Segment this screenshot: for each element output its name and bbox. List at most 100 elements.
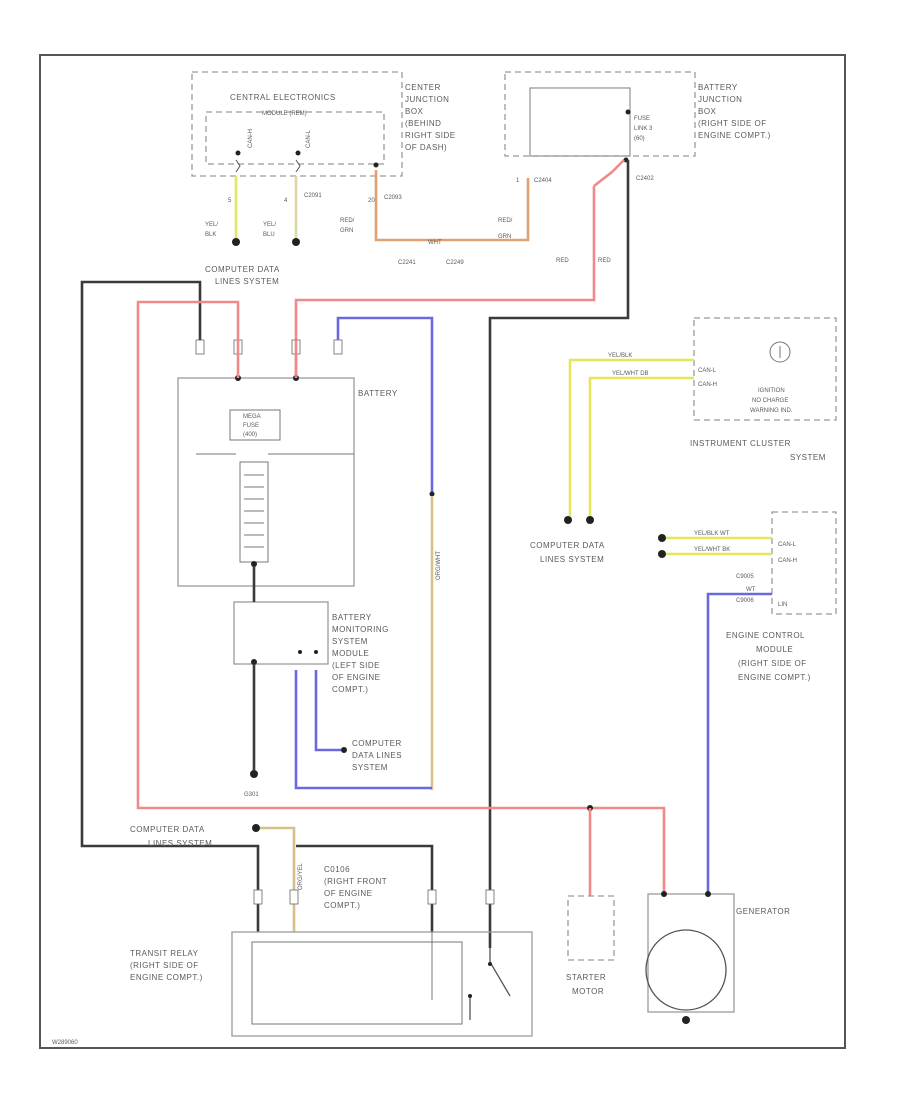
svg-text:BATTERY: BATTERY <box>698 83 738 92</box>
c9006-label: C9006 <box>736 598 754 604</box>
svg-text:(RIGHT SIDE OF: (RIGHT SIDE OF <box>698 119 767 128</box>
center-junction-box-label: CENTER JUNCTION BOX (BEHIND RIGHT SIDE O… <box>405 83 456 152</box>
svg-text:YEL/BLK: YEL/BLK <box>608 353 632 359</box>
svg-text:GRN: GRN <box>340 228 353 234</box>
wire-red-main <box>136 300 666 892</box>
battery-outline <box>177 377 355 587</box>
svg-text:BOX: BOX <box>405 107 424 116</box>
c9005-label: C9005 <box>736 574 754 580</box>
transit-relay-label: TRANSIT RELAY (RIGHT SIDE OF ENGINE COMP… <box>130 949 203 982</box>
svg-text:WHT: WHT <box>428 240 442 246</box>
svg-text:ENGINE CONTROL: ENGINE CONTROL <box>726 631 805 640</box>
svg-text:DATA LINES: DATA LINES <box>352 751 402 760</box>
battery-cells <box>239 461 269 563</box>
starter-motor-outline <box>567 895 615 961</box>
ecm-outline <box>771 511 837 615</box>
battery-junction-box-label: BATTERY JUNCTION BOX (RIGHT SIDE OF ENGI… <box>698 83 770 140</box>
wire-org-yel-relay <box>260 826 296 932</box>
svg-text:FUSE: FUSE <box>243 423 259 429</box>
computer-data-lines-mid: COMPUTER DATA LINES SYSTEM <box>352 739 402 772</box>
svg-text:RIGHT SIDE: RIGHT SIDE <box>405 131 456 140</box>
svg-text:CAN-H: CAN-H <box>778 558 797 564</box>
svg-text:(LEFT SIDE: (LEFT SIDE <box>332 661 380 670</box>
svg-text:LINES SYSTEM: LINES SYSTEM <box>148 839 212 848</box>
svg-text:COMPUTER DATA: COMPUTER DATA <box>130 825 205 834</box>
svg-text:YEL/BLK WT: YEL/BLK WT <box>694 531 730 537</box>
wire-bms-data-2 <box>314 670 342 752</box>
svg-text:(60): (60) <box>634 136 645 142</box>
battery-connectors <box>195 339 343 355</box>
wire-red-grn <box>374 170 530 242</box>
svg-text:OF ENGINE: OF ENGINE <box>324 889 373 898</box>
center-junction-box-outline <box>191 71 403 177</box>
svg-text:(RIGHT SIDE OF: (RIGHT SIDE OF <box>130 961 199 970</box>
svg-text:JUNCTION: JUNCTION <box>405 95 449 104</box>
battery-junction-box-outline <box>504 71 696 157</box>
svg-text:ENGINE COMPT.): ENGINE COMPT.) <box>738 673 811 682</box>
svg-text:MEGA: MEGA <box>243 414 261 420</box>
wire-ecm-lin <box>706 592 772 892</box>
svg-text:STARTER: STARTER <box>566 973 606 982</box>
svg-text:SYSTEM: SYSTEM <box>332 637 368 646</box>
svg-text:BOX: BOX <box>698 107 717 116</box>
c2091-label: C2091 <box>304 193 322 199</box>
svg-text:YEL/: YEL/ <box>263 222 276 228</box>
svg-text:MODULE: MODULE <box>756 645 793 654</box>
starter-motor-label: STARTER MOTOR <box>566 973 606 996</box>
svg-text:1: 1 <box>516 178 520 184</box>
svg-text:ENGINE COMPT.): ENGINE COMPT.) <box>130 973 203 982</box>
svg-text:COMPT.): COMPT.) <box>324 901 360 910</box>
relay-connectors <box>253 889 495 905</box>
svg-text:BLU: BLU <box>263 232 275 238</box>
svg-text:COMPUTER DATA: COMPUTER DATA <box>530 541 605 550</box>
generator-icon <box>645 929 727 1011</box>
svg-text:JUNCTION: JUNCTION <box>698 95 742 104</box>
svg-text:(RIGHT SIDE OF: (RIGHT SIDE OF <box>738 659 807 668</box>
svg-text:BATTERY: BATTERY <box>332 613 372 622</box>
pin-5-label: 5 <box>228 198 232 204</box>
svg-text:LINES SYSTEM: LINES SYSTEM <box>215 277 279 286</box>
mega-fuse: MEGA FUSE (400) <box>229 409 281 441</box>
computer-data-lines-right: COMPUTER DATA LINES SYSTEM <box>530 541 605 564</box>
svg-text:WARNING IND.: WARNING IND. <box>750 408 793 414</box>
generator-label: GENERATOR <box>736 907 790 916</box>
svg-text:YEL/WHT DB: YEL/WHT DB <box>612 371 649 377</box>
svg-text:TRANSIT RELAY: TRANSIT RELAY <box>130 949 199 958</box>
svg-text:MOTOR: MOTOR <box>572 987 604 996</box>
svg-text:C0106: C0106 <box>324 865 350 874</box>
svg-text:OF DASH): OF DASH) <box>405 143 447 152</box>
computer-data-lines-top: COMPUTER DATA <box>205 265 280 274</box>
g301-label: G301 <box>244 792 259 798</box>
fuse-link-label: FUSE LINK 3 (60) <box>634 116 653 142</box>
svg-text:(BEHIND: (BEHIND <box>405 119 441 128</box>
c2093-label: C2093 <box>384 195 402 201</box>
svg-text:COMPUTER: COMPUTER <box>352 739 402 748</box>
svg-text:RED: RED <box>598 258 611 264</box>
svg-text:CAN-L: CAN-L <box>698 368 717 374</box>
relay-switch-icon <box>469 948 511 1020</box>
svg-text:INSTRUMENT CLUSTER: INSTRUMENT CLUSTER <box>690 439 791 448</box>
svg-text:RED/: RED/ <box>498 218 513 224</box>
transit-relay-inner <box>251 941 463 1025</box>
c0106-label: C0106 (RIGHT FRONT OF ENGINE COMPT.) <box>324 865 387 910</box>
svg-text:(400): (400) <box>243 432 257 438</box>
svg-text:CAN-L: CAN-L <box>778 542 797 548</box>
svg-text:YEL/: YEL/ <box>205 222 218 228</box>
svg-text:MONITORING: MONITORING <box>332 625 389 634</box>
wire-blu-battery <box>336 316 434 492</box>
fuse-link-box <box>529 87 631 157</box>
c2249-label: C2249 <box>446 260 464 266</box>
svg-text:SYSTEM: SYSTEM <box>352 763 388 772</box>
svg-text:NO CHARGE: NO CHARGE <box>752 398 788 404</box>
ecm-label: ENGINE CONTROL MODULE (RIGHT SIDE OF ENG… <box>726 631 811 682</box>
svg-text:ORG/YEL: ORG/YEL <box>298 863 304 890</box>
can-l-pin-label: CAN-L <box>306 129 312 148</box>
wire-blk-bjb-to-relay <box>488 160 630 948</box>
svg-text:WT: WT <box>746 587 756 593</box>
battery-label: BATTERY <box>358 389 398 398</box>
central-electronics-label: CENTRAL ELECTRONICS <box>230 93 336 102</box>
c2241-label: C2241 <box>398 260 416 266</box>
wire-blk-battery-left <box>80 280 260 932</box>
svg-text:GRN: GRN <box>498 234 511 240</box>
svg-text:CENTER: CENTER <box>405 83 441 92</box>
